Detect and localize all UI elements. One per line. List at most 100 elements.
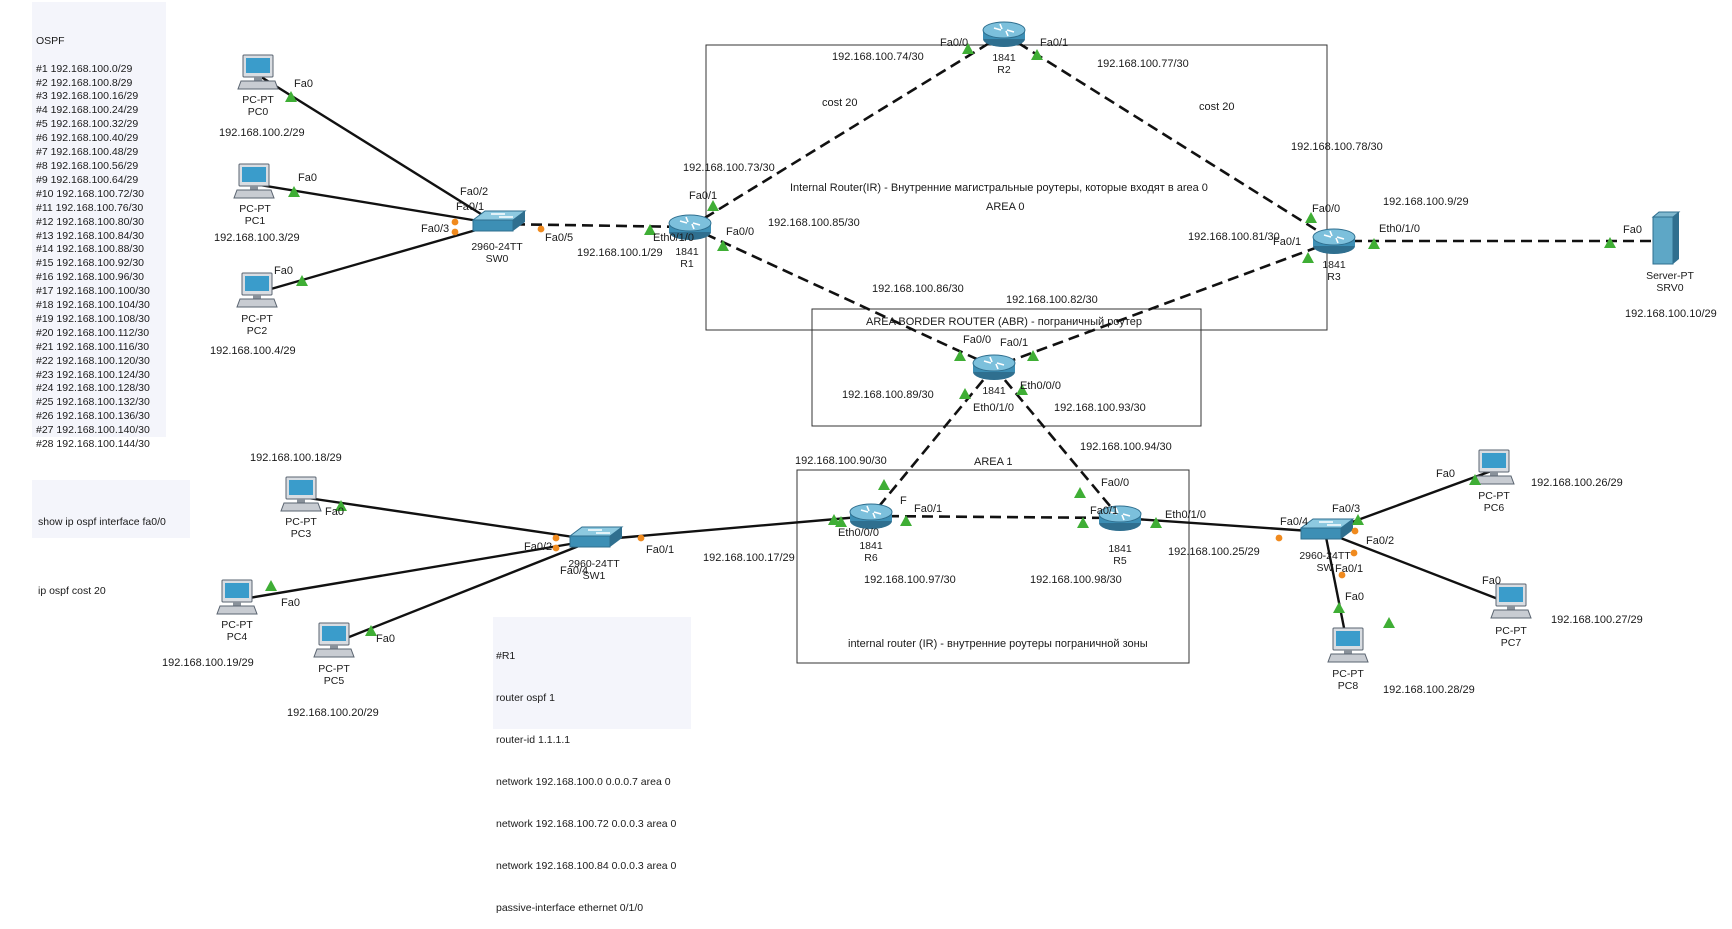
pc-icon[interactable] [216,579,258,615]
port-up-indicator [296,275,308,286]
switch-icon[interactable] [568,526,624,548]
router-icon[interactable] [849,503,893,529]
port-label: Fa0/1 [456,201,485,213]
ip-label: 192.168.100.73/30 [683,162,775,174]
pc-icon[interactable] [236,272,278,308]
switch-icon[interactable] [471,210,527,232]
pc-icon[interactable] [1473,449,1515,485]
port-up-indicator [1016,384,1028,395]
port-blocking-indicator [1275,534,1283,542]
pc-icon[interactable] [237,54,279,90]
port-label: Fa0/1 [1273,236,1302,248]
config-line: #R1 [496,650,516,662]
pc-icon[interactable] [1490,583,1532,619]
switch-icon[interactable] [1299,518,1355,540]
ospf-subnet-line: #17 192.168.100.100/30 [36,285,150,298]
ospf-subnet-line: #25 192.168.100.132/30 [36,396,150,409]
server-icon[interactable] [1651,211,1681,265]
router-icon[interactable] [1312,228,1356,254]
port-label: Eth0/1/0 [973,402,1014,414]
link-pc5-sw1 [333,538,595,645]
port-label: Fa0/5 [545,232,574,244]
ospf-subnet-line: #4 192.168.100.24/29 [36,104,139,117]
link-r1-abr [689,225,995,369]
port-label: Fa0 [376,633,395,645]
link-sw2-pc6 [1324,468,1495,534]
link-sw2-pc7 [1324,530,1512,606]
ip-label: 192.168.100.3/29 [214,232,300,244]
port-blocking-indicator [1338,571,1346,579]
port-label: Eth0/1/0 [653,232,694,244]
ip-label: 192.168.100.10/29 [1625,308,1717,320]
router-icon[interactable] [1098,505,1142,531]
ip-label: 192.168.100.82/30 [1006,294,1098,306]
port-blocking-indicator [1350,549,1358,557]
pc-icon[interactable] [1327,627,1369,663]
port-label: Fa0 [298,172,317,184]
command-note: show ip ospf interface fa0/0 ip ospf cos… [32,480,190,597]
cost-label: cost 20 [822,97,858,109]
port-label: Fa0/2 [1366,535,1395,547]
pc-icon[interactable] [313,622,355,658]
link-r1-r2 [689,32,1005,229]
router-icon[interactable] [972,354,1016,380]
port-up-indicator [1352,514,1364,525]
link-abr-r5 [993,366,1121,519]
ospf-subnet-line: #12 192.168.100.80/30 [36,215,145,228]
link-pc0-sw0 [257,73,498,226]
port-up-indicator [644,224,656,235]
ospf-subnet-line: #16 192.168.100.96/30 [36,271,145,284]
ospf-subnet-line: #8 192.168.100.56/29 [36,159,139,172]
router-icon[interactable] [668,214,712,240]
link-pc3-sw1 [300,495,595,542]
pc-icon[interactable] [280,476,322,512]
link-abr-r6 [869,366,996,517]
ospf-subnet-line: #7 192.168.100.48/29 [36,146,139,159]
link-pc4-sw1 [236,538,595,602]
port-up-indicator [1031,49,1043,60]
port-label: Fa0/0 [963,334,992,346]
link-r5-sw2 [1119,516,1326,534]
abr-title: AREA BORDER ROUTER (ABR) - пограничный р… [866,316,1142,328]
area-1-name: AREA 1 [974,456,1013,468]
pc-icon[interactable] [233,163,275,199]
port-label: Fa0/3 [421,223,450,235]
command-line: ip ospf cost 20 [38,585,106,598]
port-label: Fa0/1 [646,544,675,556]
ip-label: 192.168.100.94/30 [1080,441,1172,453]
port-up-indicator [1302,252,1314,263]
ip-label: 192.168.100.18/29 [250,452,342,464]
port-label: Fa0 [1436,468,1455,480]
port-label: Fa0/1 [1090,505,1119,517]
ospf-subnet-line: OSPF [36,34,65,47]
port-label: Fa0/0 [940,37,969,49]
ospf-subnet-line: #10 192.168.100.72/30 [36,187,145,200]
port-up-indicator [1604,237,1616,248]
router-icon[interactable] [982,21,1026,47]
port-up-indicator [1027,350,1039,361]
ip-label: 192.168.100.28/29 [1383,684,1475,696]
ip-label: 192.168.100.93/30 [1054,402,1146,414]
port-blocking-indicator [537,225,545,233]
config-line: network 192.168.100.84 0.0.0.3 area 0 [496,860,677,872]
port-label: Fa0/0 [1312,203,1341,215]
ospf-subnet-line: #14 192.168.100.88/30 [36,243,145,256]
port-label: Fa0 [294,78,313,90]
port-up-indicator [959,388,971,399]
port-label: F [900,495,907,507]
port-up-indicator [285,91,297,102]
port-blocking-indicator [451,218,459,226]
link-sw0-r1 [496,222,691,229]
port-label: Fa0/1 [689,190,718,202]
cost-label: cost 20 [1199,101,1235,113]
port-up-indicator [1074,487,1086,498]
port-label: Fa0 [325,506,344,518]
